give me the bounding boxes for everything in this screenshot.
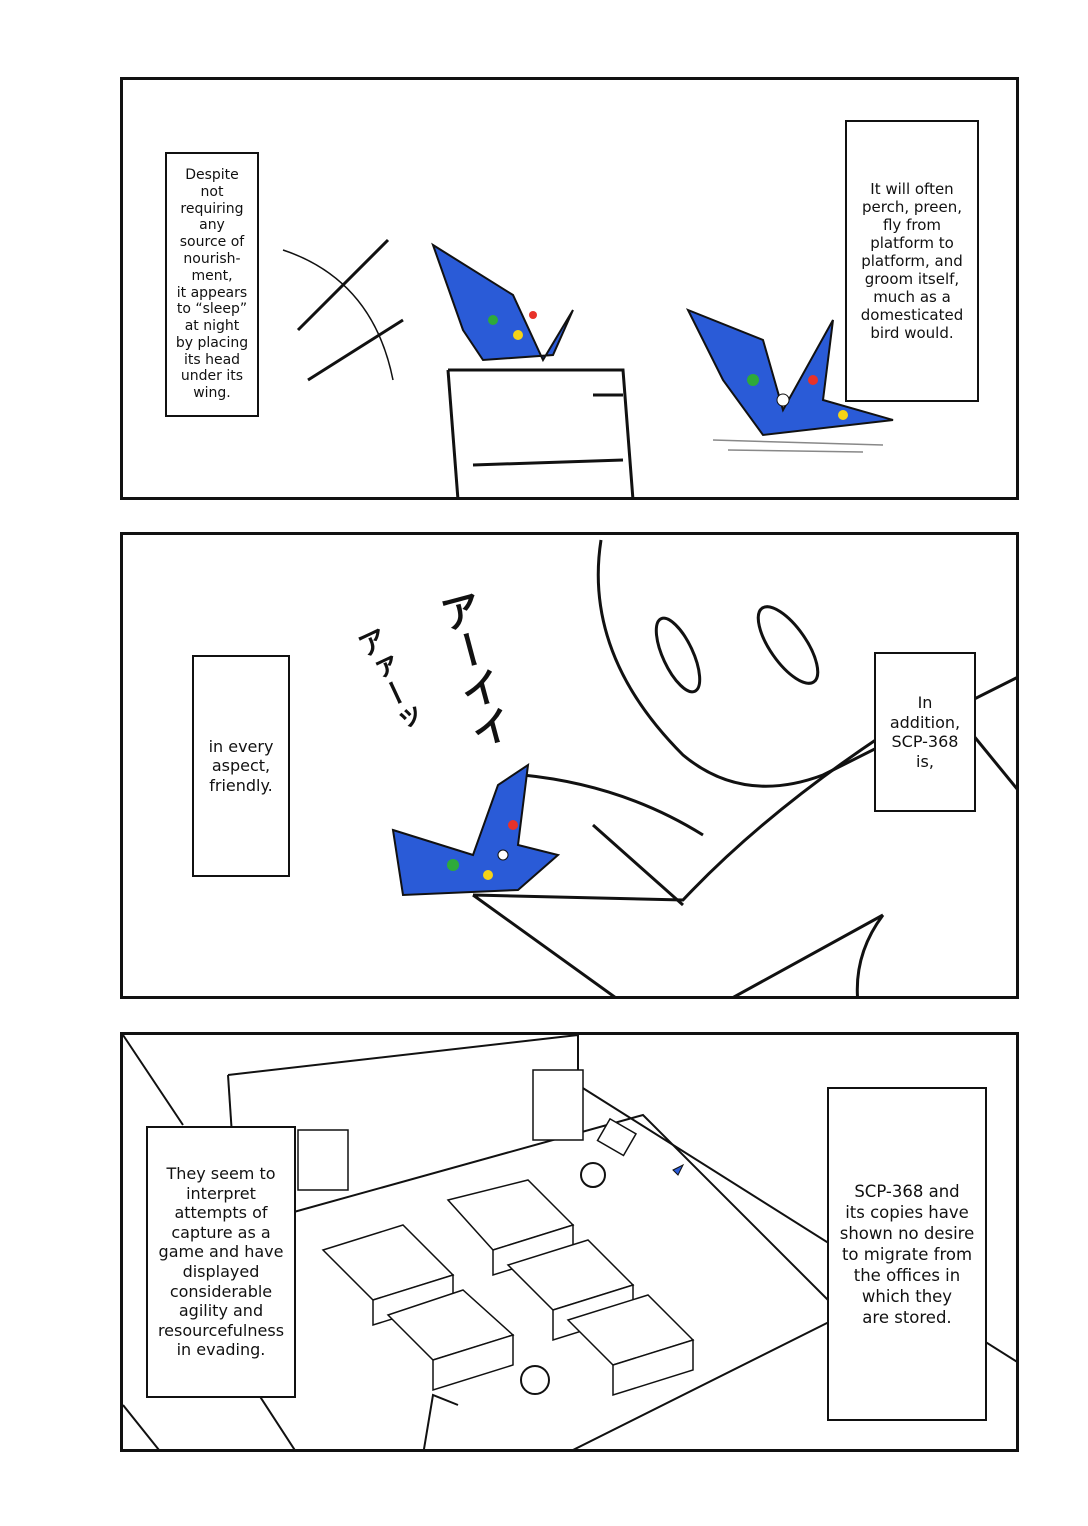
caption-box: in every aspect, friendly. [192,655,290,877]
panel-2: アーイイ アァーッ in every aspect, friendly. In … [120,532,1019,999]
caption-box: SCP-368 and its copies have shown no des… [827,1087,987,1421]
panel-3: They seem to interpret attempts of captu… [120,1032,1019,1452]
origami-crane [431,242,574,363]
caption-box: Despite not requiring any source of nour… [165,152,259,417]
person [580,1162,606,1188]
person [520,1365,550,1395]
caption-box: In addition, SCP-368 is, [874,652,976,812]
origami-crane [672,1163,685,1176]
panel-3-art [123,1035,1016,1449]
panel-1: Despite not requiring any source of nour… [120,77,1019,500]
office-desks [297,1069,695,1397]
caption-box: They seem to interpret attempts of captu… [146,1126,296,1398]
origami-crane [391,762,561,897]
origami-crane [685,308,894,437]
caption-box: It will often perch, preen, fly from pla… [845,120,979,402]
panel-1-art [282,238,894,497]
